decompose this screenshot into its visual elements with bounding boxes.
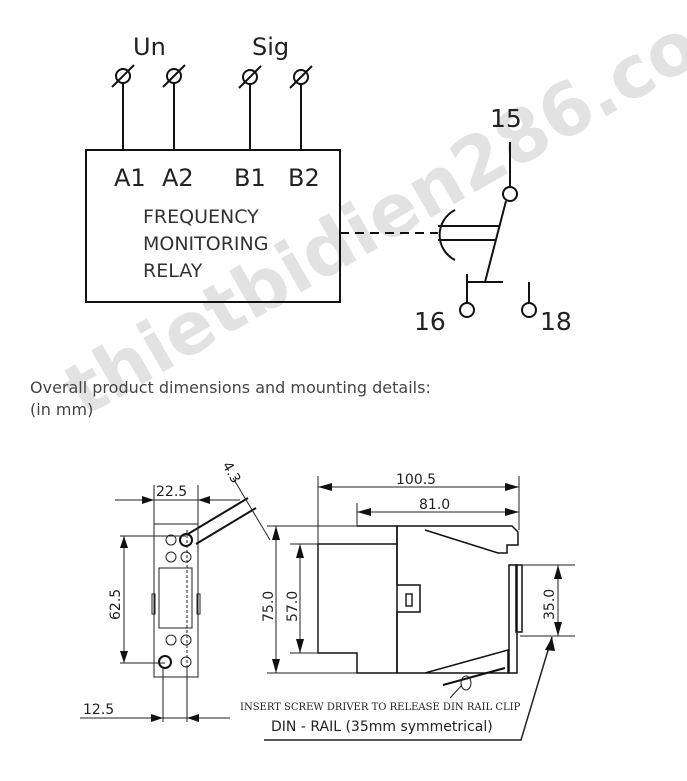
contact-label-18: 18 xyxy=(540,307,572,336)
contact-label-15: 15 xyxy=(490,104,522,133)
relay-title-line3: RELAY xyxy=(143,260,203,282)
dim-screwdriver-width: 4.3 xyxy=(219,459,244,486)
dim-body-depth: 81.0 xyxy=(419,497,450,513)
terminal-screws xyxy=(111,64,313,150)
dim-rail-height: 35.0 xyxy=(542,589,558,620)
terminal-screw-icon xyxy=(289,65,313,150)
relay-box xyxy=(85,149,341,303)
terminal-screw-icon xyxy=(238,65,262,150)
supply-label: Un xyxy=(133,33,166,61)
side-view xyxy=(317,525,523,674)
signal-label: Sig xyxy=(252,33,289,61)
dimensions-caption: Overall product dimensions and mounting … xyxy=(30,377,431,421)
dim-front-width: 22.5 xyxy=(156,484,187,500)
dim-total-depth: 100.5 xyxy=(396,472,436,488)
terminal-label-b1: B1 xyxy=(234,164,266,192)
screwdriver-icon xyxy=(442,667,506,699)
front-view xyxy=(151,523,201,678)
terminal-screw-icon xyxy=(162,64,186,150)
relay-title-line1: FREQUENCY xyxy=(143,206,259,228)
caption-line1: Overall product dimensions and mounting … xyxy=(30,378,431,397)
dim-terminal-pitch-v: 62.5 xyxy=(108,589,124,620)
changeover-contact-icon xyxy=(438,142,537,318)
dim-terminal-pitch-h: 12.5 xyxy=(83,702,114,718)
terminal-label-b2: B2 xyxy=(288,164,320,192)
terminal-label-a2: A2 xyxy=(162,164,194,192)
terminal-label-a1: A1 xyxy=(114,164,146,192)
terminal-screw-icon xyxy=(111,64,135,150)
contact-label-16: 16 xyxy=(414,307,446,336)
caption-line2: (in mm) xyxy=(30,400,94,419)
din-rail-leader xyxy=(264,636,553,741)
front-display xyxy=(158,567,193,629)
relay-title-line2: MONITORING xyxy=(143,233,268,255)
screwdriver-note: INSERT SCREW DRIVER TO RELEASE DIN RAIL … xyxy=(240,702,521,713)
dim-front-height: 57.0 xyxy=(285,591,301,622)
front-housing xyxy=(153,523,199,678)
dim-total-height: 75.0 xyxy=(261,591,277,622)
din-rail-note: DIN - RAIL (35mm symmetrical) xyxy=(271,719,493,735)
